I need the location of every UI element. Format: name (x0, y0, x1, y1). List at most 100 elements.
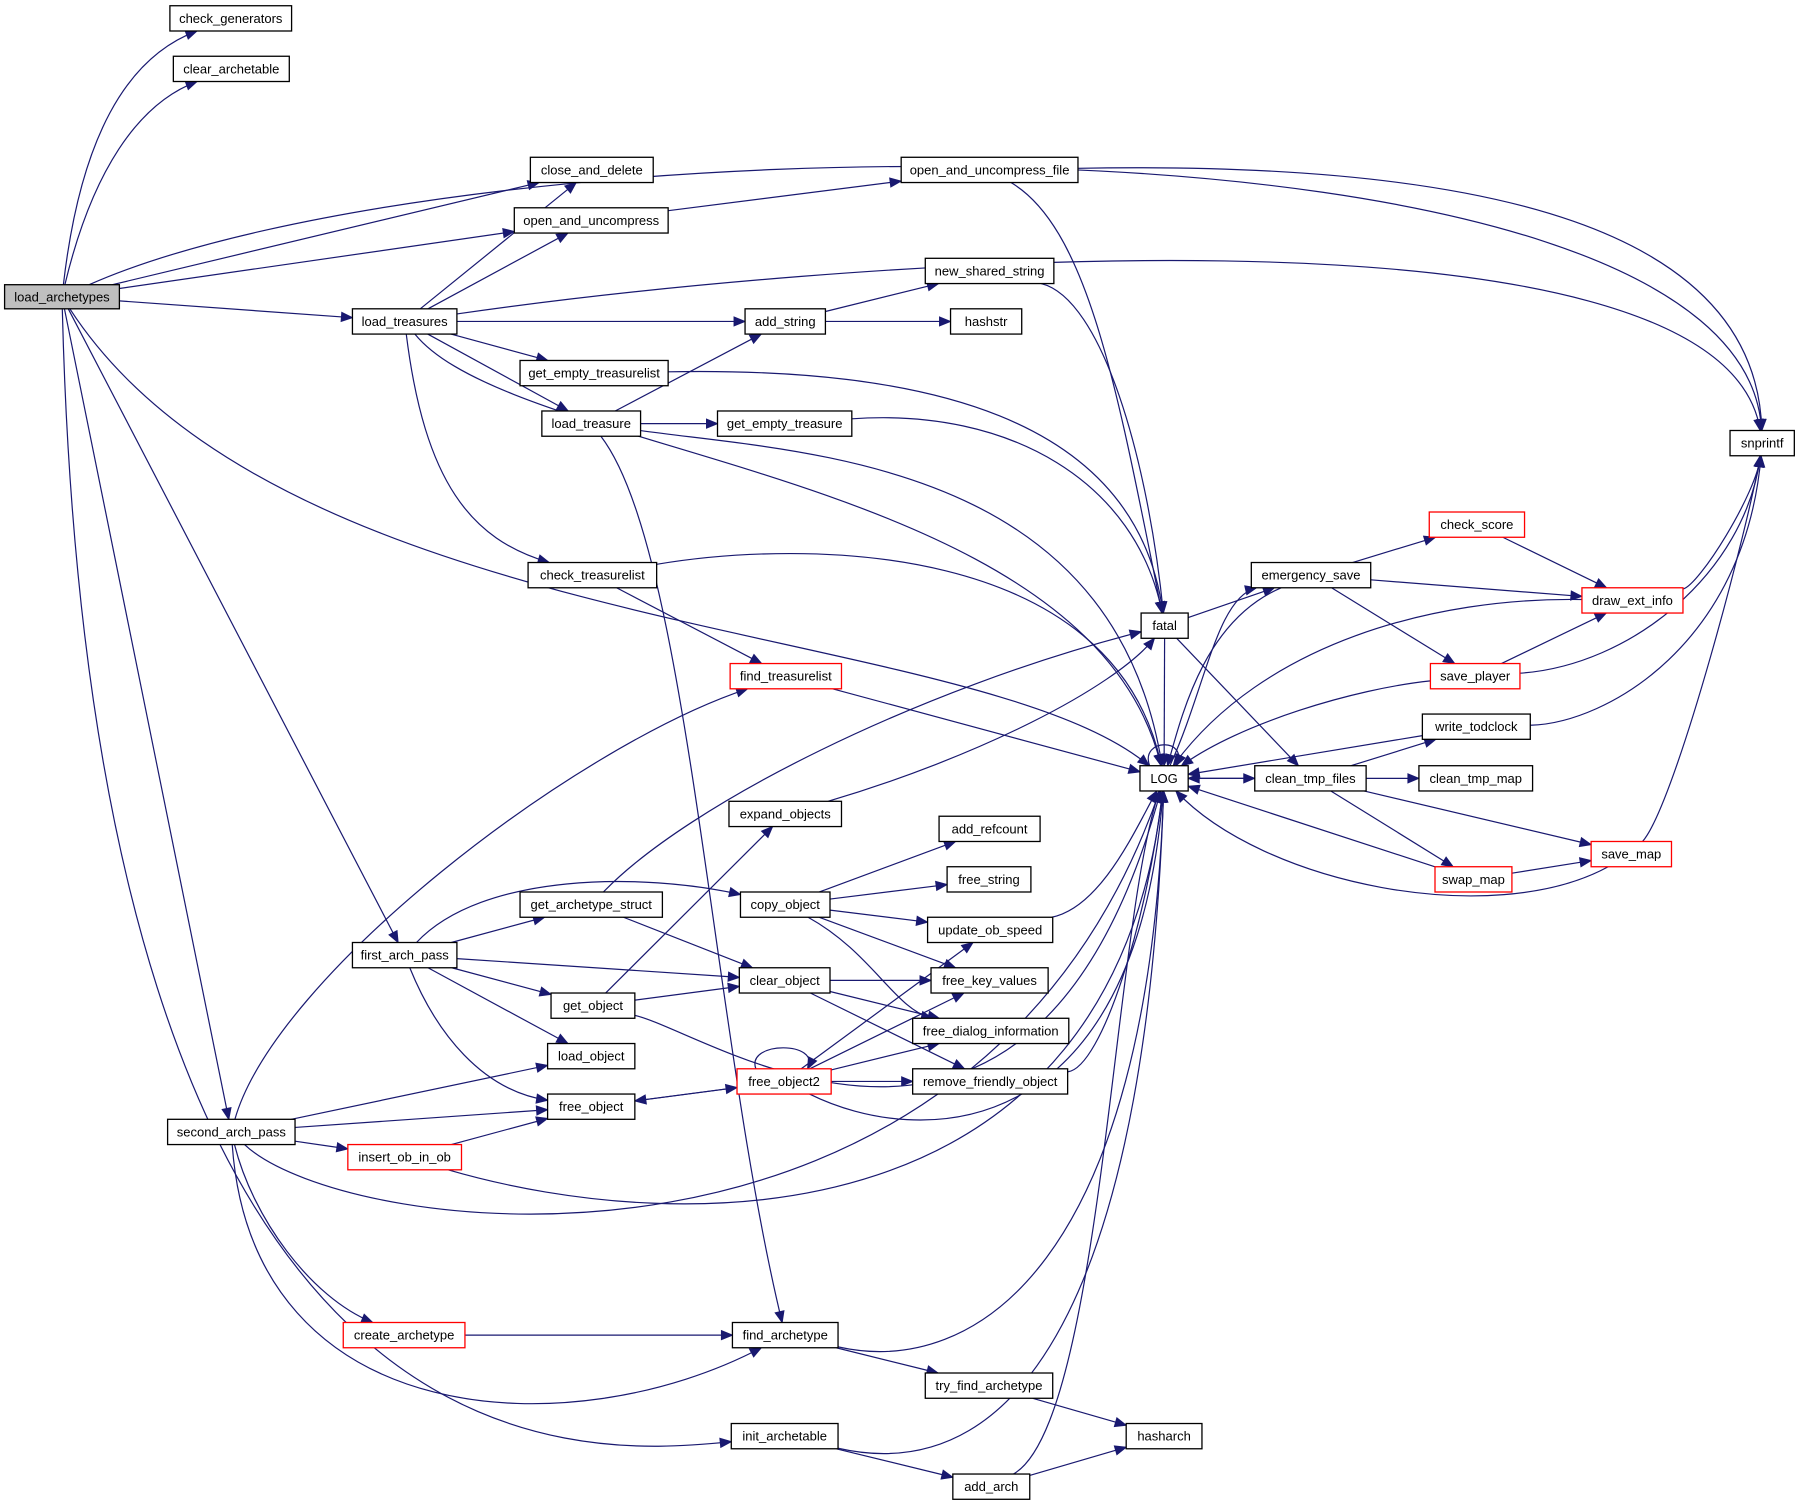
node-free-key-values[interactable]: free_key_values (930, 967, 1049, 994)
node-create-archetype[interactable]: create_archetype (342, 1321, 466, 1349)
node-add-string[interactable]: add_string (744, 308, 827, 335)
node-box (172, 55, 290, 83)
edge-line (837, 790, 1165, 1353)
node-get-empty-treasurelist[interactable]: get_empty_treasurelist (519, 359, 669, 387)
node-box (3, 284, 121, 310)
arrowhead (719, 1437, 733, 1449)
node-find-archetype[interactable]: find_archetype (731, 1321, 839, 1349)
edge-line (1010, 182, 1163, 614)
node-clear-object[interactable]: clear_object (738, 967, 831, 994)
node-try-find-archetype[interactable]: try_find_archetype (924, 1372, 1054, 1399)
edge-write-todclock-to-log (1186, 735, 1423, 778)
edge-copy-object-to-free-string (829, 880, 949, 900)
node-close-and-delete[interactable]: close_and_delete (529, 156, 654, 184)
node-second-arch-pass[interactable]: second_arch_pass (166, 1118, 296, 1146)
edge-line (405, 333, 550, 564)
node-clear-archetable[interactable]: clear_archetable (172, 55, 290, 83)
edge-init-archetable-to-add-arch (836, 1448, 955, 1480)
node-box (930, 967, 1049, 994)
node-write-todclock[interactable]: write_todclock (1421, 713, 1531, 740)
edge-second-arch-pass-to-free-object (294, 1105, 549, 1129)
node-copy-object[interactable]: copy_object (739, 891, 831, 918)
node-log[interactable]: LOG (1139, 765, 1189, 792)
node-hashstr[interactable]: hashstr (949, 308, 1023, 335)
edge-log-to-log (1147, 744, 1186, 767)
node-box (926, 916, 1054, 944)
node-clean-tmp-files[interactable]: clean_tmp_files (1254, 765, 1367, 792)
edge-save-player-to-draw-ext-info (1501, 612, 1608, 665)
edge-line (827, 637, 1155, 802)
node-first-arch-pass[interactable]: first_arch_pass (351, 941, 458, 969)
node-draw-ext-info[interactable]: draw_ext_info (1581, 587, 1684, 614)
node-emergency-save[interactable]: emergency_save (1250, 561, 1372, 589)
node-remove-friendly-object[interactable]: remove_friendly_object (912, 1068, 1069, 1095)
node-open-and-uncompress[interactable]: open_and_uncompress (513, 207, 669, 234)
edge-load-treasure-to-find-archetype (600, 435, 785, 1324)
edge-second-arch-pass-to-find-treasurelist (234, 687, 749, 1120)
node-new-shared-string[interactable]: new_shared_string (924, 257, 1055, 285)
node-check-treasurelist[interactable]: check_treasurelist (527, 561, 658, 589)
arrowhead (563, 181, 578, 194)
edge-load-treasure-to-get-empty-treasure (640, 418, 719, 429)
node-fatal[interactable]: fatal (1140, 612, 1189, 639)
edge-line (233, 1144, 373, 1324)
node-save-map[interactable]: save_map (1590, 840, 1673, 868)
edge-line (1352, 536, 1436, 564)
arrowhead (1570, 590, 1584, 601)
edges-layer (61, 30, 1767, 1480)
node-label: find_treasurelist (740, 669, 832, 684)
edge-open-and-uncompress-file-to-snprintf (1077, 167, 1767, 432)
edge-line (1051, 790, 1158, 918)
node-free-string[interactable]: free_string (946, 866, 1032, 893)
node-get-object[interactable]: get_object (550, 992, 636, 1019)
node-update-ob-speed[interactable]: update_ob_speed (926, 916, 1054, 944)
node-box (1254, 765, 1367, 792)
edge-swap-map-to-save-map (1511, 857, 1593, 874)
node-load-treasure[interactable]: load_treasure (541, 410, 642, 437)
node-check-generators[interactable]: check_generators (169, 5, 293, 32)
arrowhead (889, 177, 903, 188)
node-insert-ob-in-ob[interactable]: insert_ob_in_ob (347, 1143, 463, 1171)
node-get-archetype-struct[interactable]: get_archetype_struct (519, 891, 664, 918)
node-box (946, 866, 1032, 893)
arrowhead (951, 1059, 966, 1070)
node-label: new_shared_string (935, 263, 1045, 278)
node-label: swap_map (1442, 872, 1505, 887)
edge-line (668, 370, 1164, 614)
node-box (519, 891, 664, 918)
node-add-arch[interactable]: add_arch (952, 1473, 1031, 1500)
node-label: save_player (1440, 669, 1511, 684)
arrowhead (1113, 1445, 1128, 1456)
node-check-score[interactable]: check_score (1428, 511, 1526, 538)
node-clean-tmp-map[interactable]: clean_tmp_map (1418, 765, 1534, 792)
node-swap-map[interactable]: swap_map (1434, 866, 1513, 893)
edge-line (244, 790, 1161, 1215)
node-label: LOG (1150, 771, 1177, 786)
node-save-player[interactable]: save_player (1429, 662, 1521, 690)
node-open-and-uncompress-file[interactable]: open_and_uncompress_file (900, 156, 1079, 184)
node-load-archetypes[interactable]: load_archetypes (3, 284, 121, 310)
node-free-object2[interactable]: free_object2 (736, 1068, 832, 1095)
node-box (342, 1321, 466, 1349)
edge-clean-tmp-files-to-clean-tmp-map (1366, 773, 1421, 784)
node-label: load_archetypes (14, 289, 110, 304)
node-hasharch[interactable]: hasharch (1125, 1422, 1203, 1450)
node-box (1125, 1422, 1203, 1450)
node-snprintf[interactable]: snprintf (1729, 429, 1795, 457)
node-label: add_string (755, 314, 816, 329)
node-load-object[interactable]: load_object (546, 1042, 636, 1070)
node-expand-objects[interactable]: expand_objects (728, 800, 843, 828)
node-free-dialog-information[interactable]: free_dialog_information (912, 1017, 1070, 1045)
edge-try-find-archetype-to-hasharch (1032, 1397, 1128, 1428)
edge-load-treasures-to-log (414, 333, 1164, 768)
node-label: write_todclock (1434, 719, 1518, 734)
node-get-empty-treasure[interactable]: get_empty_treasure (716, 410, 853, 437)
node-load-treasures[interactable]: load_treasures (351, 308, 458, 335)
arrowhead (1113, 1416, 1128, 1428)
node-add-refcount[interactable]: add_refcount (938, 815, 1041, 843)
node-label: update_ob_speed (938, 922, 1042, 937)
arrowhead (1578, 857, 1593, 868)
node-find-treasurelist[interactable]: find_treasurelist (729, 662, 843, 690)
node-init-archetable[interactable]: init_archetable (730, 1422, 839, 1450)
node-free-object[interactable]: free_object (546, 1093, 636, 1120)
